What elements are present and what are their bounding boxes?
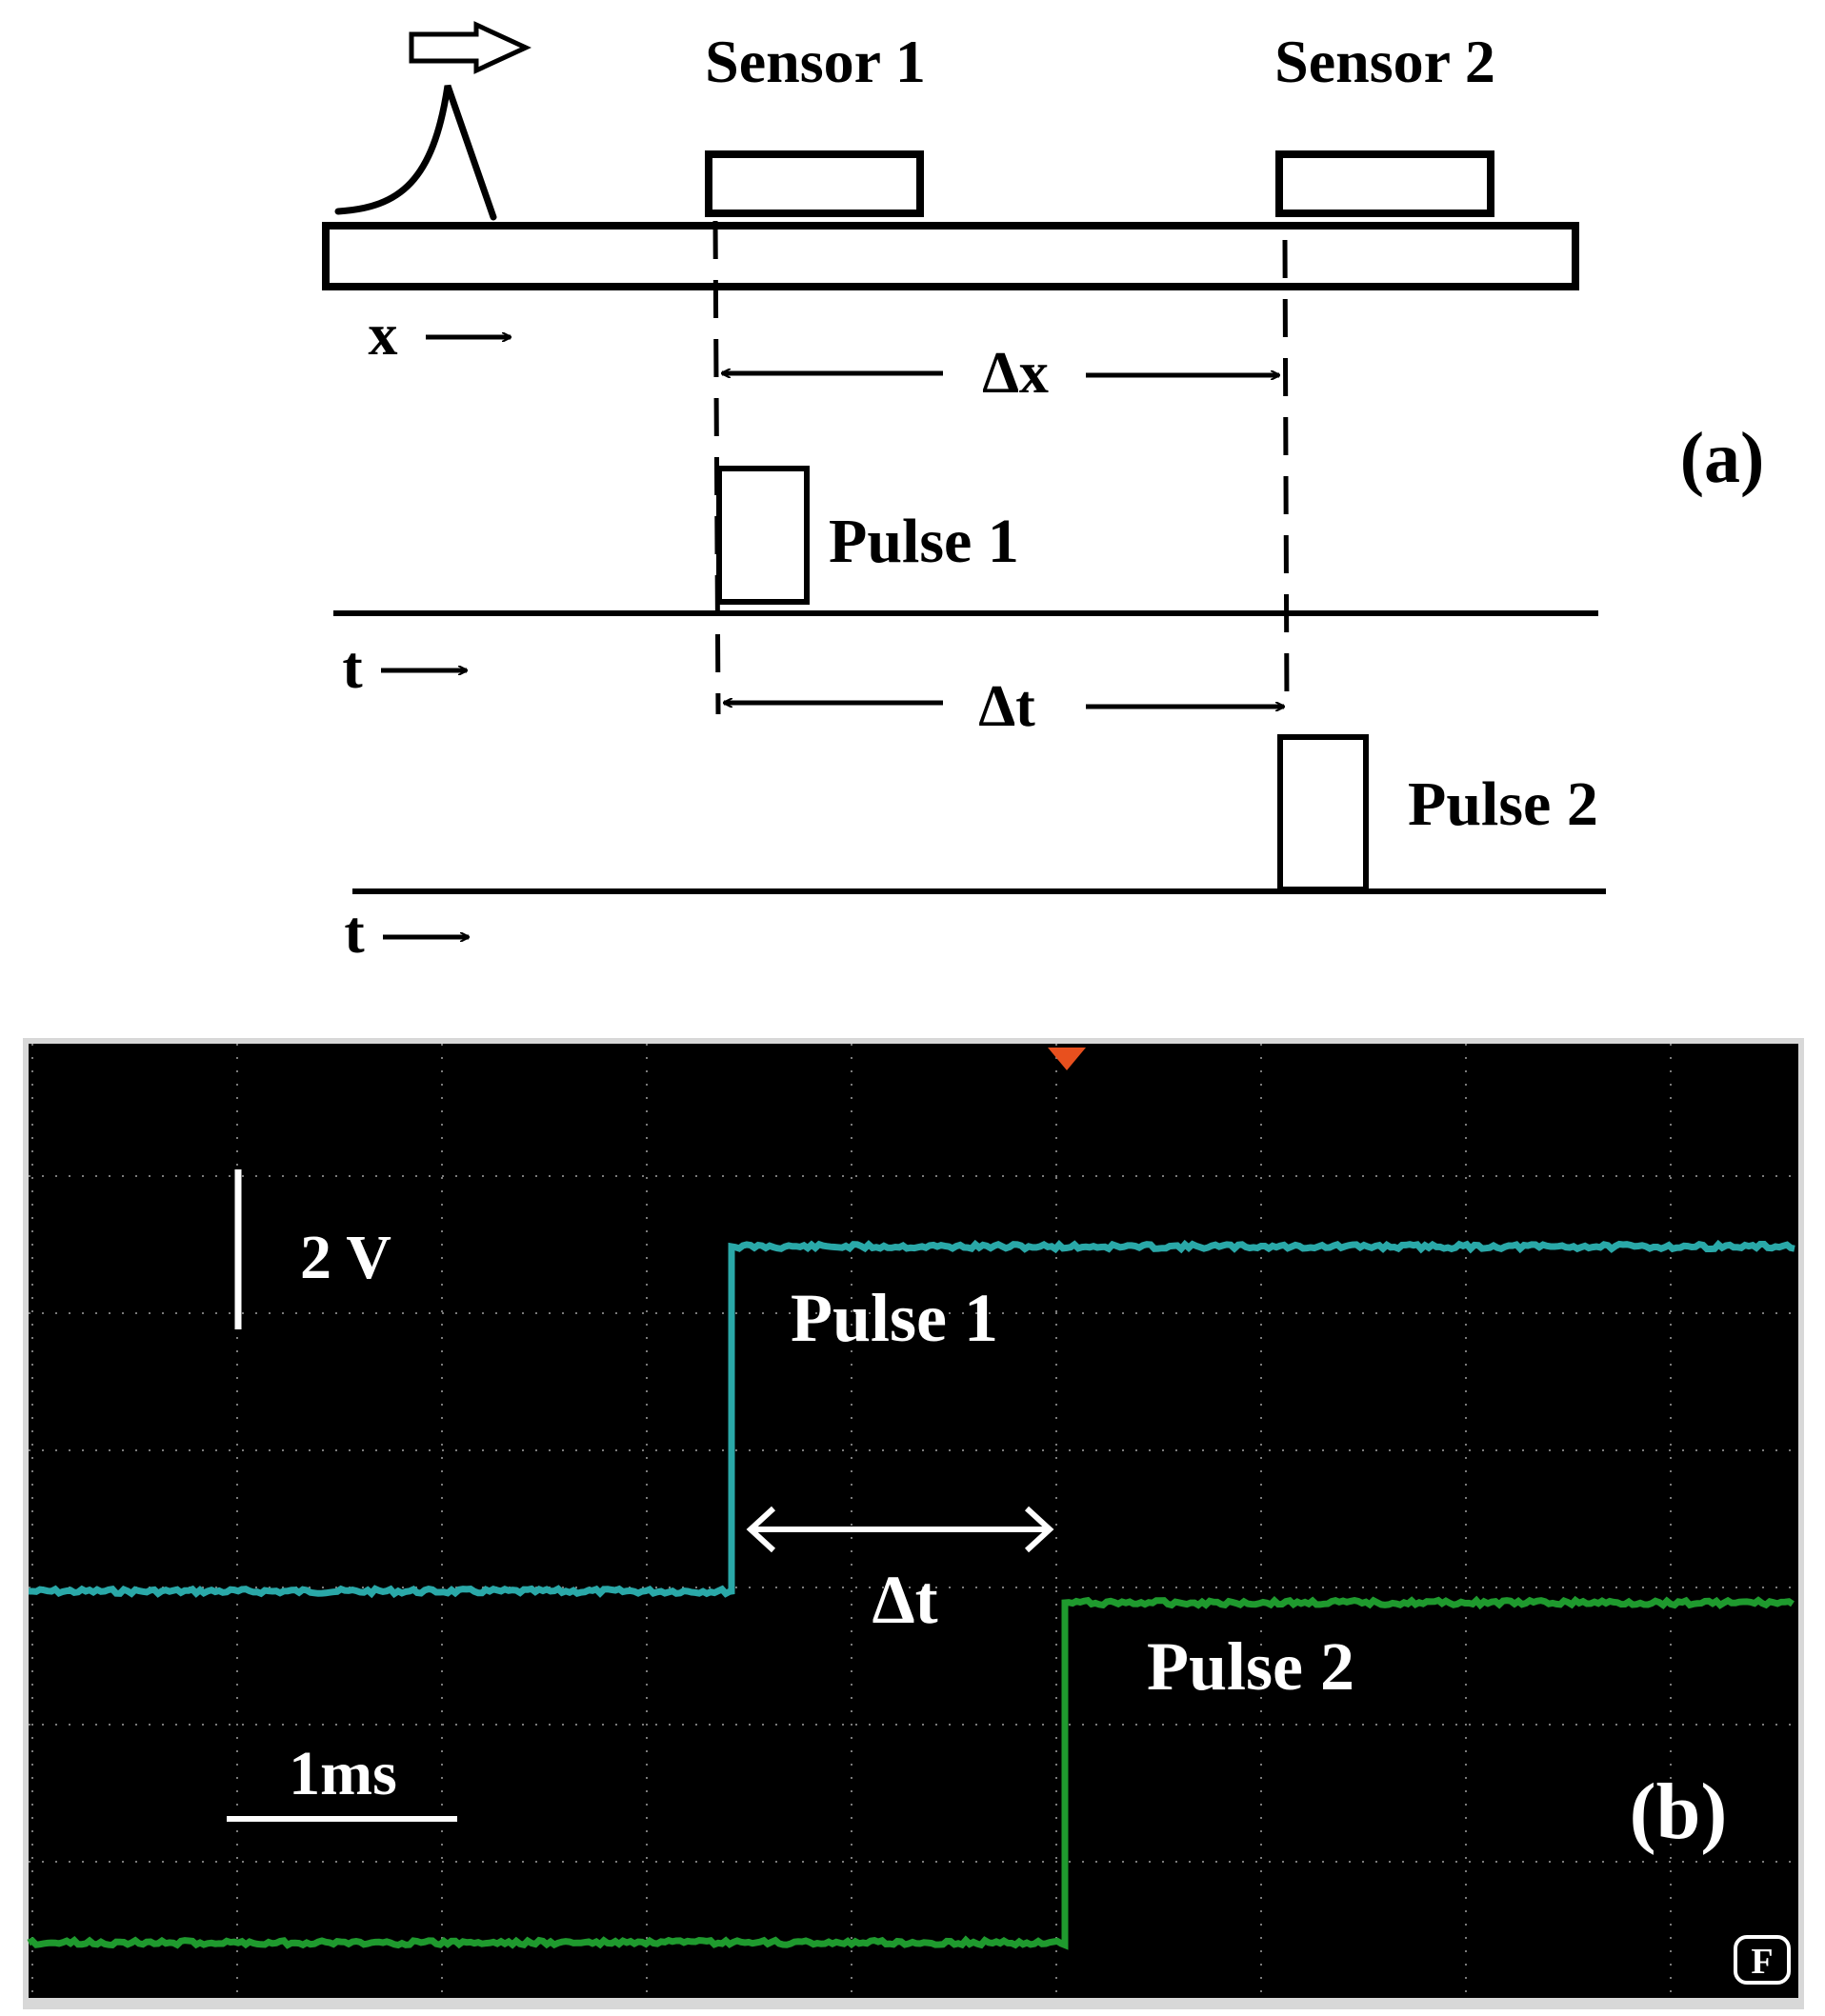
t-axis-label-1: t [342, 633, 363, 701]
delta-x-label: Δx [982, 341, 1049, 406]
delta-t-label-a: Δt [978, 674, 1035, 739]
t-axis-label-2: t [344, 898, 365, 966]
pulse-1-box [716, 466, 810, 605]
delta-t-double-arrow [746, 1506, 1054, 1553]
scope-screen [29, 1044, 1798, 1998]
sensor-1-label: Sensor 1 [705, 28, 926, 95]
pulse-2-trace [27, 1595, 1795, 1950]
time-scale-label: 1ms [289, 1739, 397, 1808]
corner-badge-label: F [1751, 1942, 1773, 1982]
pulse-1-label-b: Pulse 1 [791, 1280, 998, 1356]
pulse-2-box [1277, 734, 1369, 892]
sensor-2-dashed-guide [1282, 239, 1290, 710]
tube-channel [322, 222, 1579, 290]
corner-badge: F [1734, 1935, 1791, 1985]
sensor-1-box [705, 150, 924, 217]
wave-pulse-icon [334, 84, 497, 221]
pulse-2-label-a: Pulse 2 [1408, 769, 1598, 839]
propagation-arrow-icon [409, 21, 531, 74]
panel-a: Sensor 1 Sensor 2 x Δx (a) Pulse 1 t Δt … [322, 21, 1765, 966]
sensor-2-label: Sensor 2 [1274, 28, 1495, 95]
delta-t-label-b: Δt [872, 1562, 937, 1638]
voltage-scale-label: 2 V [300, 1223, 391, 1292]
x-axis-label: x [369, 303, 398, 368]
panel-a-label: (a) [1680, 418, 1765, 498]
trigger-marker-icon [1048, 1048, 1086, 1070]
panel-b-oscilloscope: 2 V 1ms Pulse 1 Pulse 2 Δt (b) F [23, 1038, 1804, 2009]
pulse-1-label-a: Pulse 1 [829, 507, 1019, 576]
pulse-1-trace [29, 1239, 1795, 1599]
pulse-2-label-b: Pulse 2 [1147, 1628, 1354, 1705]
sensor-2-box [1275, 150, 1494, 217]
panel-b-label: (b) [1630, 1767, 1728, 1856]
